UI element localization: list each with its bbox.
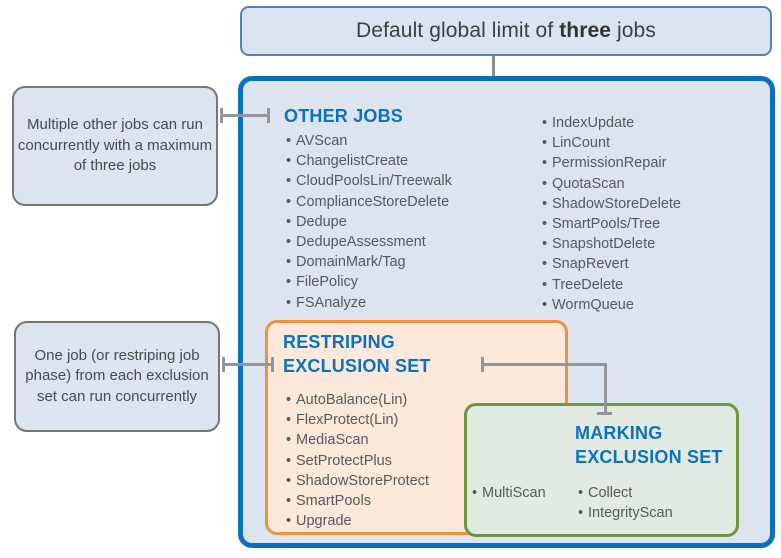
title-emphasis: three [559, 19, 612, 42]
list-item: PermissionRepair [542, 153, 681, 173]
callout-multiple-other-jobs: Multiple other jobs can run concurrently… [12, 86, 218, 206]
title-suffix: jobs [611, 19, 656, 42]
list-item: ChangelistCreate [286, 151, 452, 171]
list-item: SetProtectPlus [286, 451, 429, 471]
list-item: WormQueue [542, 295, 681, 315]
callout-text: Multiple other jobs can run concurrently… [17, 116, 213, 175]
title-prefix: Default global limit of [356, 19, 560, 42]
other-jobs-left-column: AVScan ChangelistCreate CloudPoolsLin/Tr… [286, 131, 452, 313]
global-limit-title: Default global limit of three jobs [356, 19, 656, 43]
list-item: AutoBalance(Lin) [286, 390, 429, 410]
list-item: Collect [578, 483, 673, 503]
list-item: AVScan [286, 131, 452, 151]
heading-line-2: EXCLUSION SET [283, 356, 431, 376]
list-item: TreeDelete [542, 275, 681, 295]
connector-cap-end [597, 412, 612, 415]
heading-line-2: EXCLUSION SET [575, 447, 723, 467]
list-item: SnapshotDelete [542, 234, 681, 254]
list-item: ShadowStoreProtect [286, 471, 429, 491]
list-item: FilePolicy [286, 272, 452, 292]
callout-text: One job (or restriping job phase) from e… [25, 346, 209, 405]
connector-cap-end [267, 108, 270, 123]
list-item: DomainMark/Tag [286, 252, 452, 272]
connector-cap-end [271, 357, 274, 372]
connector-callout-to-marking-vertical [604, 363, 607, 415]
list-item: Dedupe [286, 212, 452, 232]
list-item: IndexUpdate [542, 113, 681, 133]
connector-cap-start [220, 108, 223, 123]
list-item: FlexProtect(Lin) [286, 410, 429, 430]
connector-callout-to-restriping [222, 363, 274, 366]
list-item: SmartPools/Tree [542, 214, 681, 234]
list-item: QuotaScan [542, 174, 681, 194]
connector-callout-to-other-jobs [220, 114, 270, 117]
connector-cap-start [222, 357, 225, 372]
list-item: SmartPools [286, 491, 429, 511]
list-item: MultiScan [472, 483, 546, 503]
heading-line-1: MARKING [575, 423, 663, 443]
heading-line-1: RESTRIPING [283, 332, 396, 352]
marking-exclusion-set-heading: MARKING EXCLUSION SET [575, 421, 745, 469]
marking-job-list: Collect IntegrityScan [578, 483, 673, 523]
restriping-job-list: AutoBalance(Lin) FlexProtect(Lin) MediaS… [286, 390, 429, 531]
list-item: ShadowStoreDelete [542, 194, 681, 214]
restriping-exclusion-set-heading: RESTRIPING EXCLUSION SET [283, 330, 513, 378]
list-item: DedupeAssessment [286, 232, 452, 252]
connector-cap-start [481, 357, 484, 372]
other-jobs-heading: OTHER JOBS [284, 106, 404, 126]
list-item: Upgrade [286, 511, 429, 531]
list-item: CloudPoolsLin/Treewalk [286, 171, 452, 191]
list-item: MediaScan [286, 430, 429, 450]
shared-job-list: MultiScan [472, 483, 546, 503]
title-connector-stem [492, 56, 495, 78]
connector-callout-to-marking-horizontal [481, 363, 607, 366]
global-limit-banner: Default global limit of three jobs [240, 6, 772, 56]
other-jobs-right-column: IndexUpdate LinCount PermissionRepair Qu… [542, 113, 681, 315]
list-item: LinCount [542, 133, 681, 153]
list-item: FSAnalyze [286, 293, 452, 313]
callout-one-job-per-exclusion-set: One job (or restriping job phase) from e… [14, 321, 220, 432]
list-item: IntegrityScan [578, 503, 673, 523]
list-item: SnapRevert [542, 254, 681, 274]
list-item: ComplianceStoreDelete [286, 192, 452, 212]
